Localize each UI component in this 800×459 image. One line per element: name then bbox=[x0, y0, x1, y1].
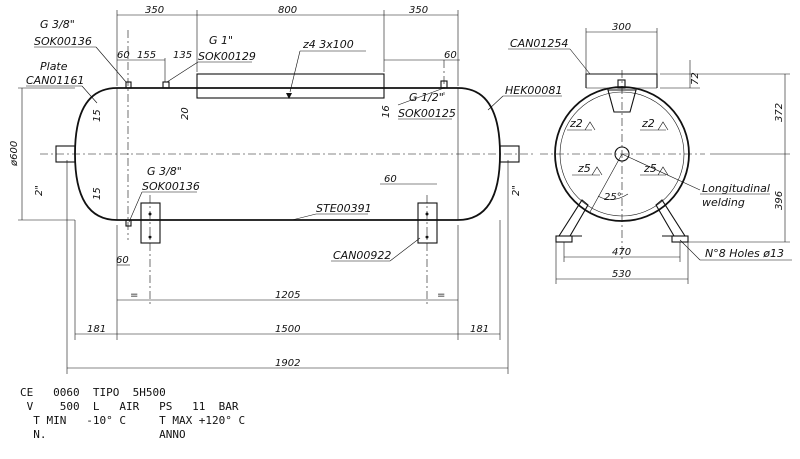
side-view bbox=[40, 30, 535, 305]
label-sok00125: SOK00125 bbox=[398, 107, 456, 120]
dim-155: 155 bbox=[137, 50, 156, 61]
dim-2in-left: 2" bbox=[34, 185, 45, 196]
label-g1: G 1" bbox=[209, 34, 233, 47]
dim-470: 470 bbox=[612, 247, 631, 258]
dim-1902: 1902 bbox=[275, 358, 300, 369]
dim-2in-right: 2" bbox=[511, 185, 522, 196]
dim-1500: 1500 bbox=[275, 324, 300, 335]
side-labels: G 3/8" SOK00136 G 1" SOK00129 z4 3x100 P… bbox=[26, 18, 562, 262]
nameplate-line-4: N. ANNO bbox=[20, 428, 186, 441]
label-can01161: CAN01161 bbox=[26, 74, 84, 87]
label-plate: Plate bbox=[40, 60, 68, 73]
dim-135: 135 bbox=[173, 50, 192, 61]
dim-530: 530 bbox=[612, 269, 631, 280]
label-hek00081: HEK00081 bbox=[505, 84, 562, 97]
right-nozzle bbox=[499, 145, 520, 163]
dim-181-left: 181 bbox=[87, 324, 106, 335]
weld-z5-left: z5 bbox=[577, 162, 591, 175]
dim-350-left: 350 bbox=[145, 5, 164, 16]
weld-z2-left: z2 bbox=[569, 117, 583, 130]
dim-60-bottom: 60 bbox=[116, 255, 129, 266]
nameplate-data: CE 0060 TIPO 5H500 V 500 L AIR PS 11 BAR… bbox=[20, 386, 245, 442]
end-top-plate bbox=[585, 73, 658, 88]
label-ste00391: STE00391 bbox=[316, 202, 372, 215]
dim-60-right: 60 bbox=[444, 50, 457, 61]
label-g38-top: G 3/8" bbox=[40, 18, 75, 31]
weld-z5-right: z5 bbox=[643, 162, 657, 175]
dim-396: 396 bbox=[774, 191, 785, 210]
dim-1205: 1205 bbox=[275, 290, 300, 301]
left-nozzle bbox=[55, 145, 76, 163]
end-view: 300 72 372 396 470 530 CAN01254 z2 z2 z5… bbox=[508, 22, 792, 284]
dim-16: 16 bbox=[381, 105, 392, 118]
top-reinforcement-plate bbox=[196, 73, 385, 99]
nameplate-line-1: CE 0060 TIPO 5H500 bbox=[20, 386, 166, 399]
dim-diameter-600: ø600 bbox=[9, 141, 20, 167]
label-can01254: CAN01254 bbox=[510, 37, 568, 50]
dim-15-upper: 15 bbox=[92, 109, 103, 122]
label-z4: z4 3x100 bbox=[302, 38, 354, 51]
label-sok00136-bottom: SOK00136 bbox=[142, 180, 200, 193]
dim-equal-left: = bbox=[130, 290, 138, 301]
dim-60-foot: 60 bbox=[384, 174, 397, 185]
dim-60-top: 60 bbox=[117, 50, 130, 61]
label-g38-bottom: G 3/8" bbox=[147, 165, 182, 178]
nameplate-line-2: V 500 L AIR PS 11 BAR bbox=[20, 400, 239, 413]
dim-800: 800 bbox=[278, 5, 297, 16]
dim-15-lower: 15 bbox=[92, 187, 103, 200]
left-foot bbox=[140, 202, 161, 244]
dim-372: 372 bbox=[774, 103, 785, 122]
right-foot bbox=[417, 202, 438, 244]
dim-20: 20 bbox=[180, 107, 191, 120]
side-dimensions: 350 800 350 60 155 135 60 20 16 15 15 ø6… bbox=[9, 5, 522, 374]
label-can00922: CAN00922 bbox=[333, 249, 391, 262]
label-longitudinal: Longitudinal bbox=[702, 182, 770, 195]
dim-300: 300 bbox=[612, 22, 631, 33]
dim-equal-right: = bbox=[437, 290, 445, 301]
dim-181-right: 181 bbox=[470, 324, 489, 335]
label-g12: G 1/2" bbox=[409, 91, 444, 104]
weld-z2-right: z2 bbox=[641, 117, 655, 130]
label-sok00129: SOK00129 bbox=[198, 50, 256, 63]
label-sok00136-top: SOK00136 bbox=[34, 35, 92, 48]
nameplate-line-3: T MIN -10° C T MAX +120° C bbox=[20, 414, 246, 427]
dim-72: 72 bbox=[690, 72, 701, 85]
dim-350-right: 350 bbox=[409, 5, 428, 16]
angle-25: 25° bbox=[604, 192, 622, 203]
label-welding: welding bbox=[702, 196, 745, 209]
label-holes: N°8 Holes ø13 bbox=[705, 247, 784, 260]
